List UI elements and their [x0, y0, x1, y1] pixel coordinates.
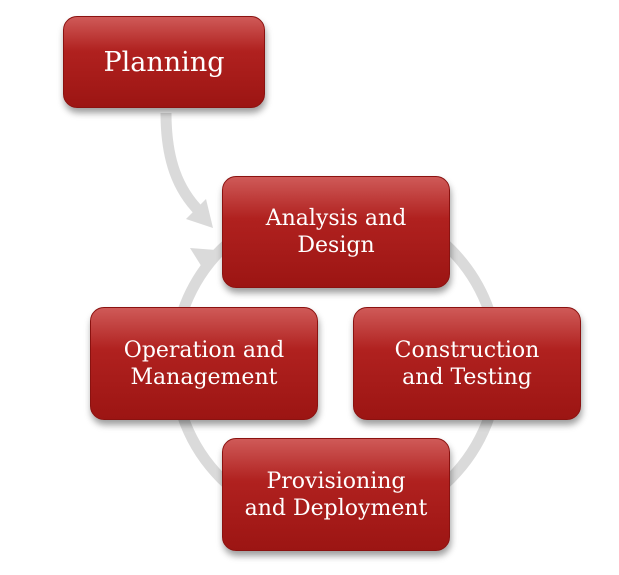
operation-management-label: Operation and Management: [123, 337, 285, 390]
analysis-design-box: Analysis and Design: [222, 176, 450, 288]
planning-label: Planning: [103, 46, 225, 78]
analysis-design-label: Analysis and Design: [265, 206, 407, 258]
provisioning-deployment-label: Provisioning and Deployment: [244, 468, 428, 521]
construction-testing-label: Construction and Testing: [394, 337, 540, 390]
provisioning-deployment-box: Provisioning and Deployment: [222, 438, 450, 551]
cycle-arrowhead-icon: [190, 248, 216, 272]
planning-box: Planning: [63, 16, 265, 108]
planning-connector-arrow: [160, 112, 204, 216]
operation-management-box: Operation and Management: [90, 307, 318, 420]
construction-testing-box: Construction and Testing: [353, 307, 581, 420]
planning-connector-arrowhead-icon: [186, 199, 213, 228]
